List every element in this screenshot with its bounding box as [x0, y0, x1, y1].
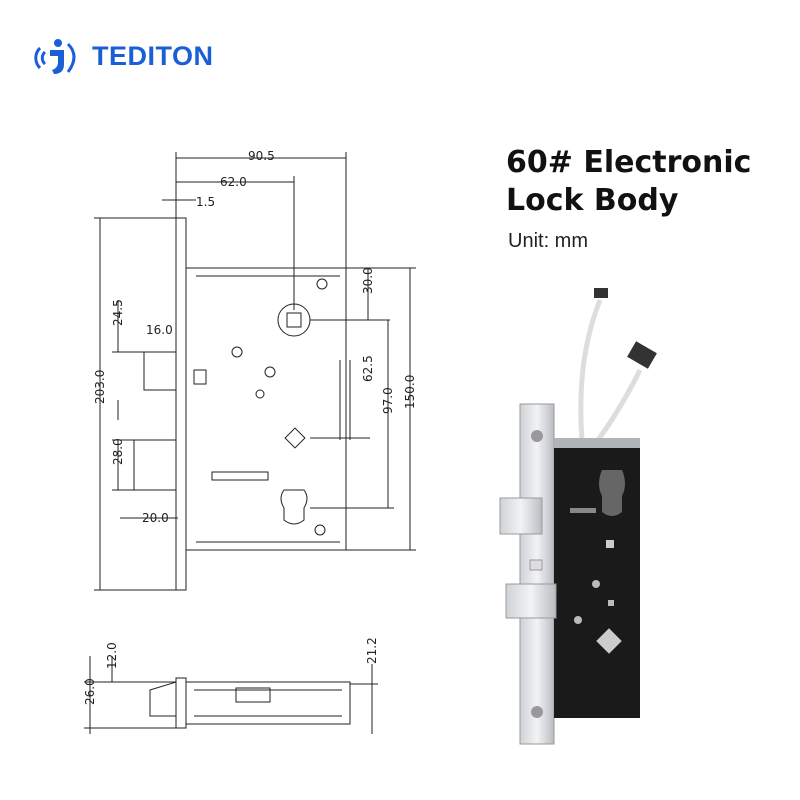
dim-faceplate-thickness: 1.5 [196, 195, 215, 209]
dim-deadbolt-throw: 16.0 [146, 323, 173, 337]
dimension-labels: 90.5 62.0 1.5 203.0 150.0 30.0 62.5 97.0… [83, 149, 417, 705]
dim-side-depth: 12.0 [105, 642, 119, 669]
dim-top-to-spindle: 30.0 [361, 267, 375, 294]
dim-spindle-to-keyhole: 97.0 [381, 387, 395, 414]
brand-logo: TEDITON [34, 34, 214, 78]
dim-latch-throw: 20.0 [142, 511, 169, 525]
product-title-line2: Lock Body [506, 183, 679, 218]
dim-deadbolt-offset: 24.5 [111, 299, 125, 326]
dim-spindle-to-cylinder: 62.5 [361, 355, 375, 382]
tediton-logo-icon [34, 39, 76, 74]
dim-latch-height: 28.0 [111, 438, 125, 465]
product-title-line1: 60# Electronic [506, 145, 752, 180]
dim-body-height: 150.0 [403, 375, 417, 409]
product-title: 60# Electronic Lock Body [506, 144, 751, 220]
brand-name: TEDITON [92, 40, 214, 71]
hole-icon [531, 430, 543, 442]
dim-overall-width: 90.5 [248, 149, 275, 163]
dim-overall-height: 203.0 [93, 370, 107, 404]
dim-side-thickness: 26.0 [83, 678, 97, 705]
unit-label: Unit: mm [508, 230, 588, 252]
dim-center-offset: 62.0 [220, 175, 247, 189]
dim-side-body: 21.2 [365, 637, 379, 664]
